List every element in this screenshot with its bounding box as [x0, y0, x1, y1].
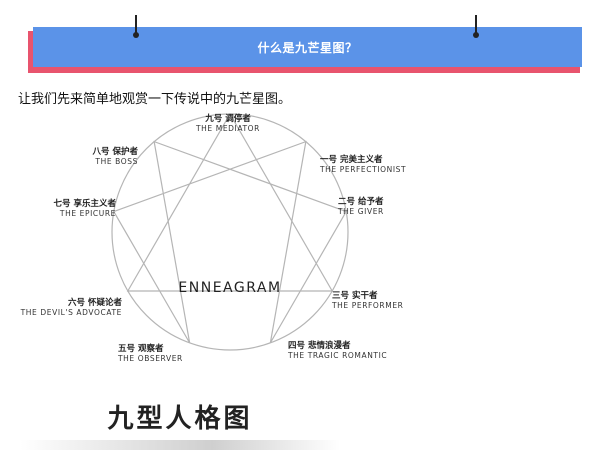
pin-right-icon — [473, 15, 479, 38]
type-label-en: THE DEVIL'S ADVOCATE — [20, 308, 122, 317]
type-label-zh: 一号 完美主义者 — [320, 154, 383, 165]
caption-area: 九型人格图 — [20, 390, 340, 452]
enneagram-hexad — [112, 140, 348, 344]
caption-title: 九型人格图 — [107, 404, 253, 434]
type-label-en: THE OBSERVER — [117, 354, 183, 363]
type-label-zh: 二号 给予者 — [338, 196, 384, 207]
type-label-zh: 八号 保护者 — [92, 146, 139, 157]
type-label-en: THE PERFORMER — [331, 301, 403, 310]
type-label-zh: 四号 悲情浪漫者 — [288, 340, 351, 351]
type-label-en: THE EPICURE — [59, 209, 116, 218]
header-title: 什么是九芒星图？ — [257, 40, 358, 55]
diagram-lines — [111, 112, 349, 351]
type-label-en: THE TRAGIC ROMANTIC — [287, 351, 387, 360]
enneagram-circle — [111, 113, 349, 351]
type-label-zh: 三号 实干者 — [332, 290, 378, 301]
type-label-en: THE BOSS — [94, 157, 138, 166]
enneagram-triangle — [126, 112, 334, 292]
type-label-en: THE PERFECTIONIST — [319, 165, 406, 174]
pin-left-icon — [133, 15, 139, 38]
type-label-zh: 六号 怀疑论者 — [68, 297, 122, 308]
type-label-zh: 七号 享乐主义者 — [54, 198, 117, 209]
type-label-en: THE MEDIATOR — [195, 124, 260, 133]
caption-shadow — [20, 440, 340, 450]
section-header: 什么是九芒星图？ — [0, 0, 609, 80]
header-bar: 什么是九芒星图？ — [33, 27, 582, 67]
type-label-zh: 九号 调停者 — [204, 113, 251, 124]
enneagram-center-label: ENNEAGRAM — [178, 280, 281, 296]
type-label-zh: 五号 观察者 — [118, 343, 164, 354]
intro-text: 让我们先来简单地观赏一下传说中的九芒星图。 — [18, 92, 292, 107]
type-label-en: THE GIVER — [337, 207, 384, 216]
